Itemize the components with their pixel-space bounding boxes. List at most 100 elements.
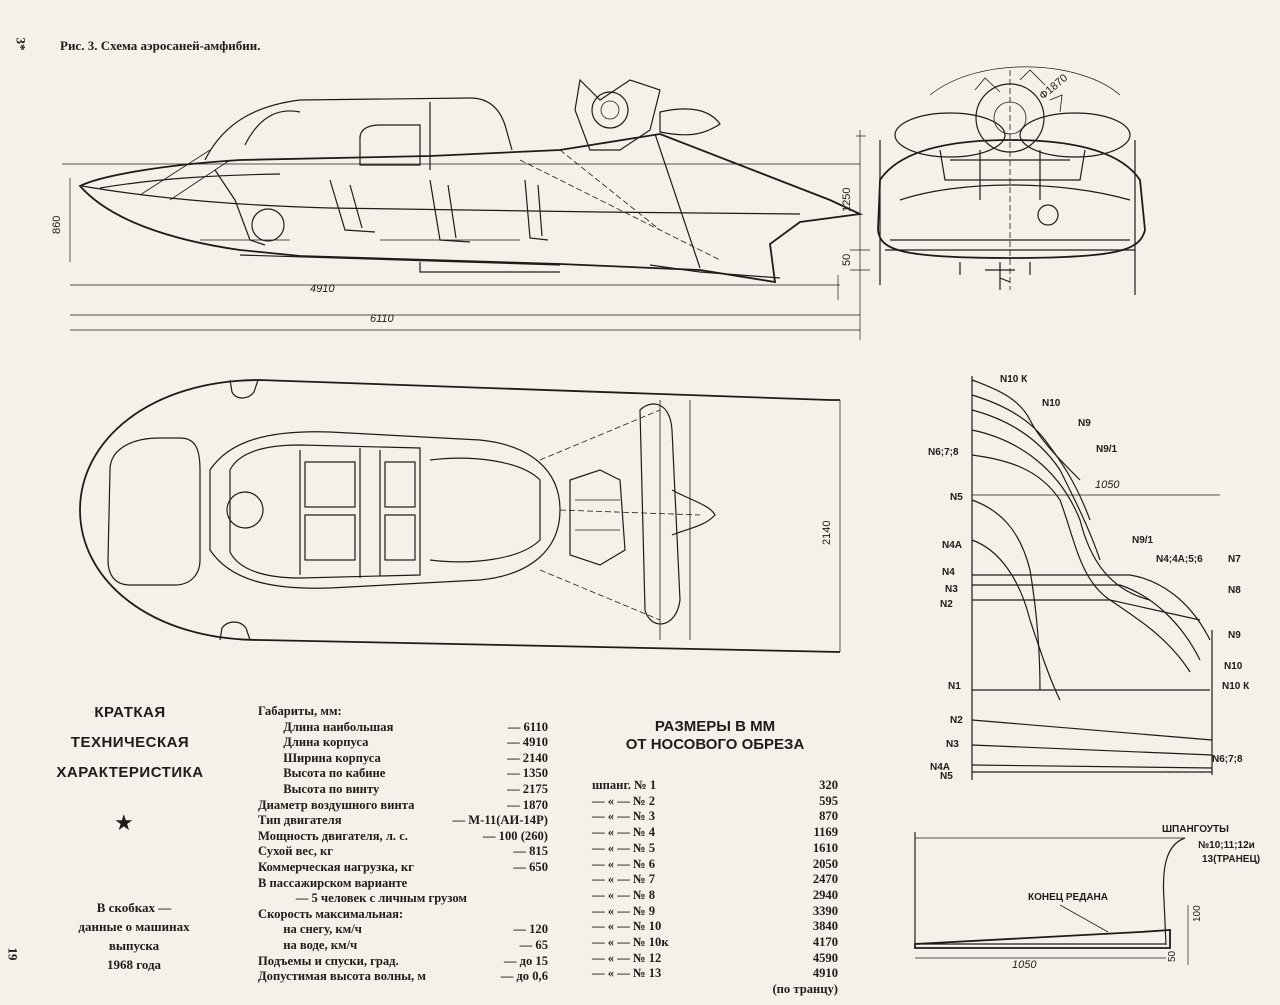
spec-label: Тип двигателя bbox=[258, 813, 342, 828]
spec-value: — М-11(АИ-14Р) bbox=[452, 813, 548, 828]
section-marker-n91-top: N9/1 bbox=[1096, 444, 1118, 455]
section-marker-n10k-top: N10 К bbox=[1000, 374, 1028, 385]
frame-offset: 320 bbox=[819, 778, 838, 792]
frames-heading-line: ОТ НОСОВОГО ОБРЕЗА bbox=[625, 736, 805, 753]
summary-heading-line2: ТЕХНИЧЕСКАЯ bbox=[70, 734, 190, 751]
section-marker-left-n3-lower: N3 bbox=[946, 739, 959, 750]
dim-860-label: 860 bbox=[51, 216, 63, 234]
spec-label: Коммерческая нагрузка, кг bbox=[258, 859, 414, 874]
section-marker-left-n678: N6;7;8 bbox=[928, 447, 959, 458]
spec-value: — 1350 bbox=[507, 766, 548, 781]
section-marker-left-n3: N3 bbox=[945, 584, 958, 595]
frames-table-heading: РАЗМЕРЫ В ММ ОТ НОСОВОГО ОБРЕЗА bbox=[592, 718, 838, 754]
spec-label: Ширина корпуса bbox=[258, 750, 381, 765]
spec-row: на снегу, км/ч — 120 bbox=[258, 922, 548, 938]
frame-offset: 3390 bbox=[812, 903, 838, 918]
frames-title-label: ШПАНГОУТЫ bbox=[1162, 824, 1229, 835]
section-marker-n8: N8 bbox=[1228, 585, 1241, 596]
frame-offset: 2050 bbox=[812, 856, 838, 871]
spec-row: Коммерческая нагрузка, кг — 650 bbox=[258, 860, 548, 876]
spec-row: Допустимая высота волны, м— до 0,6 bbox=[258, 969, 548, 985]
dim-50-side-label: 50 bbox=[841, 254, 853, 266]
spec-label: Габариты, мм: bbox=[258, 704, 342, 718]
frame-name: — « — № 3 bbox=[592, 809, 656, 824]
section-marker-left-n4a: N4А bbox=[942, 540, 962, 551]
section-marker-n4456: N4;4А;5;6 bbox=[1156, 554, 1203, 565]
section-marker-n10: N10 bbox=[1224, 661, 1243, 672]
table-row: — « — № 12 4590 bbox=[592, 951, 838, 967]
section-marker-n10k: N10 К bbox=[1222, 681, 1250, 692]
spec-row: Габариты, мм: bbox=[258, 704, 548, 720]
frame-name: — « — № 6 bbox=[592, 856, 656, 871]
spec-row: Высота по кабине— 1350 bbox=[258, 766, 548, 782]
spec-row: Ширина корпуса— 2140 bbox=[258, 751, 548, 767]
spec-value: — 6110 bbox=[507, 719, 548, 734]
section-marker-n91-mid: N9/1 bbox=[1132, 535, 1154, 546]
spec-label: Скорость максимальная: bbox=[258, 906, 404, 921]
spec-row: Мощность двигателя, л. с.— 100 (260) bbox=[258, 829, 548, 845]
footnote-line: данные о машинах bbox=[78, 919, 190, 934]
spec-row: Скорость максимальная: bbox=[258, 907, 548, 923]
frame-offset: 4590 bbox=[812, 950, 838, 965]
spec-label: Мощность двигателя, л. с. bbox=[258, 828, 408, 843]
keel-step-view: КОНЕЦ РЕДАНА 1050 100 50 ШПАНГОУТЫ №10;1… bbox=[914, 824, 1260, 971]
frame-name: — « — № 2 bbox=[592, 793, 656, 808]
summary-heading-line3: ХАРАКТЕРИСТИКА bbox=[56, 764, 204, 781]
frames-nums-label: №10;11;12и bbox=[1198, 840, 1255, 851]
spec-label: — 5 человек с личным грузом bbox=[258, 891, 467, 906]
spec-value: — 650 bbox=[513, 859, 548, 874]
spec-label: Подъемы и спуски, град. bbox=[258, 953, 399, 968]
table-row: — « — № 3 870 bbox=[592, 809, 838, 825]
spec-value: — до 0,6 bbox=[500, 969, 548, 984]
frames-heading-line: РАЗМЕРЫ В ММ bbox=[654, 718, 776, 735]
section-marker-left-n2: N2 bbox=[940, 599, 953, 610]
section-marker-n9: N9 bbox=[1228, 630, 1241, 641]
spec-row: Высота по винту — 2175 bbox=[258, 782, 548, 798]
frame-offset: 4170 bbox=[812, 935, 838, 950]
frame-name: — « — № 12 bbox=[592, 950, 662, 965]
spec-row: В пассажирском варианте bbox=[258, 876, 548, 892]
footnote-block: В скобках — данные о машинах выпуска 196… bbox=[44, 898, 224, 974]
frame-offset: 1610 bbox=[812, 840, 838, 855]
spec-label: Высота по винту bbox=[258, 781, 380, 796]
specifications-list: Габариты, мм: Длина наибольшая— 6110 Дли… bbox=[258, 704, 548, 985]
frames-table-footnote: (по транцу) bbox=[772, 982, 838, 997]
frame-offset: 1169 bbox=[813, 825, 839, 840]
spec-row: Подъемы и спуски, град. — до 15 bbox=[258, 954, 548, 970]
dim-4910-label: 4910 bbox=[310, 283, 335, 295]
spec-label: на снегу, км/ч bbox=[258, 922, 362, 937]
spec-value: — 120 bbox=[513, 922, 548, 937]
spec-label: Сухой вес, кг bbox=[258, 844, 334, 859]
spec-value: — до 15 bbox=[503, 953, 548, 968]
hull-sections-view: 1050 N6;7;8 N5 N4А N4 N3 N2 N1 N2 N3 N4А… bbox=[928, 374, 1250, 782]
table-row: — « — № 6 2050 bbox=[592, 857, 838, 873]
star-icon: ★ bbox=[114, 810, 134, 835]
frame-name: — « — № 8 bbox=[592, 887, 656, 902]
dim-100-label: 100 bbox=[1192, 905, 1203, 922]
frame-name: — « — № 13 bbox=[592, 966, 662, 981]
spec-label: Длина корпуса bbox=[258, 735, 369, 750]
spec-value: — 2175 bbox=[507, 781, 548, 796]
frame-offset: 4910 bbox=[812, 966, 838, 981]
section-marker-n7: N7 bbox=[1228, 554, 1241, 565]
figure-caption: Рис. 3. Схема аэросаней-амфибии. bbox=[60, 38, 261, 53]
frame-offset: 2470 bbox=[812, 872, 838, 887]
frame-offset: 870 bbox=[819, 809, 838, 824]
spec-value: — 4910 bbox=[507, 735, 548, 750]
spec-value: — 1870 bbox=[507, 797, 548, 812]
top-view: 2140 bbox=[79, 379, 841, 653]
table-row: — « — № 13 4910 bbox=[592, 966, 838, 982]
frames-transom-label: 13(ТРАНЕЦ) bbox=[1202, 854, 1260, 865]
dim-1250-label: 1250 bbox=[841, 188, 853, 212]
footnote-line: выпуска bbox=[108, 938, 160, 953]
spec-value: — 815 bbox=[513, 844, 548, 859]
